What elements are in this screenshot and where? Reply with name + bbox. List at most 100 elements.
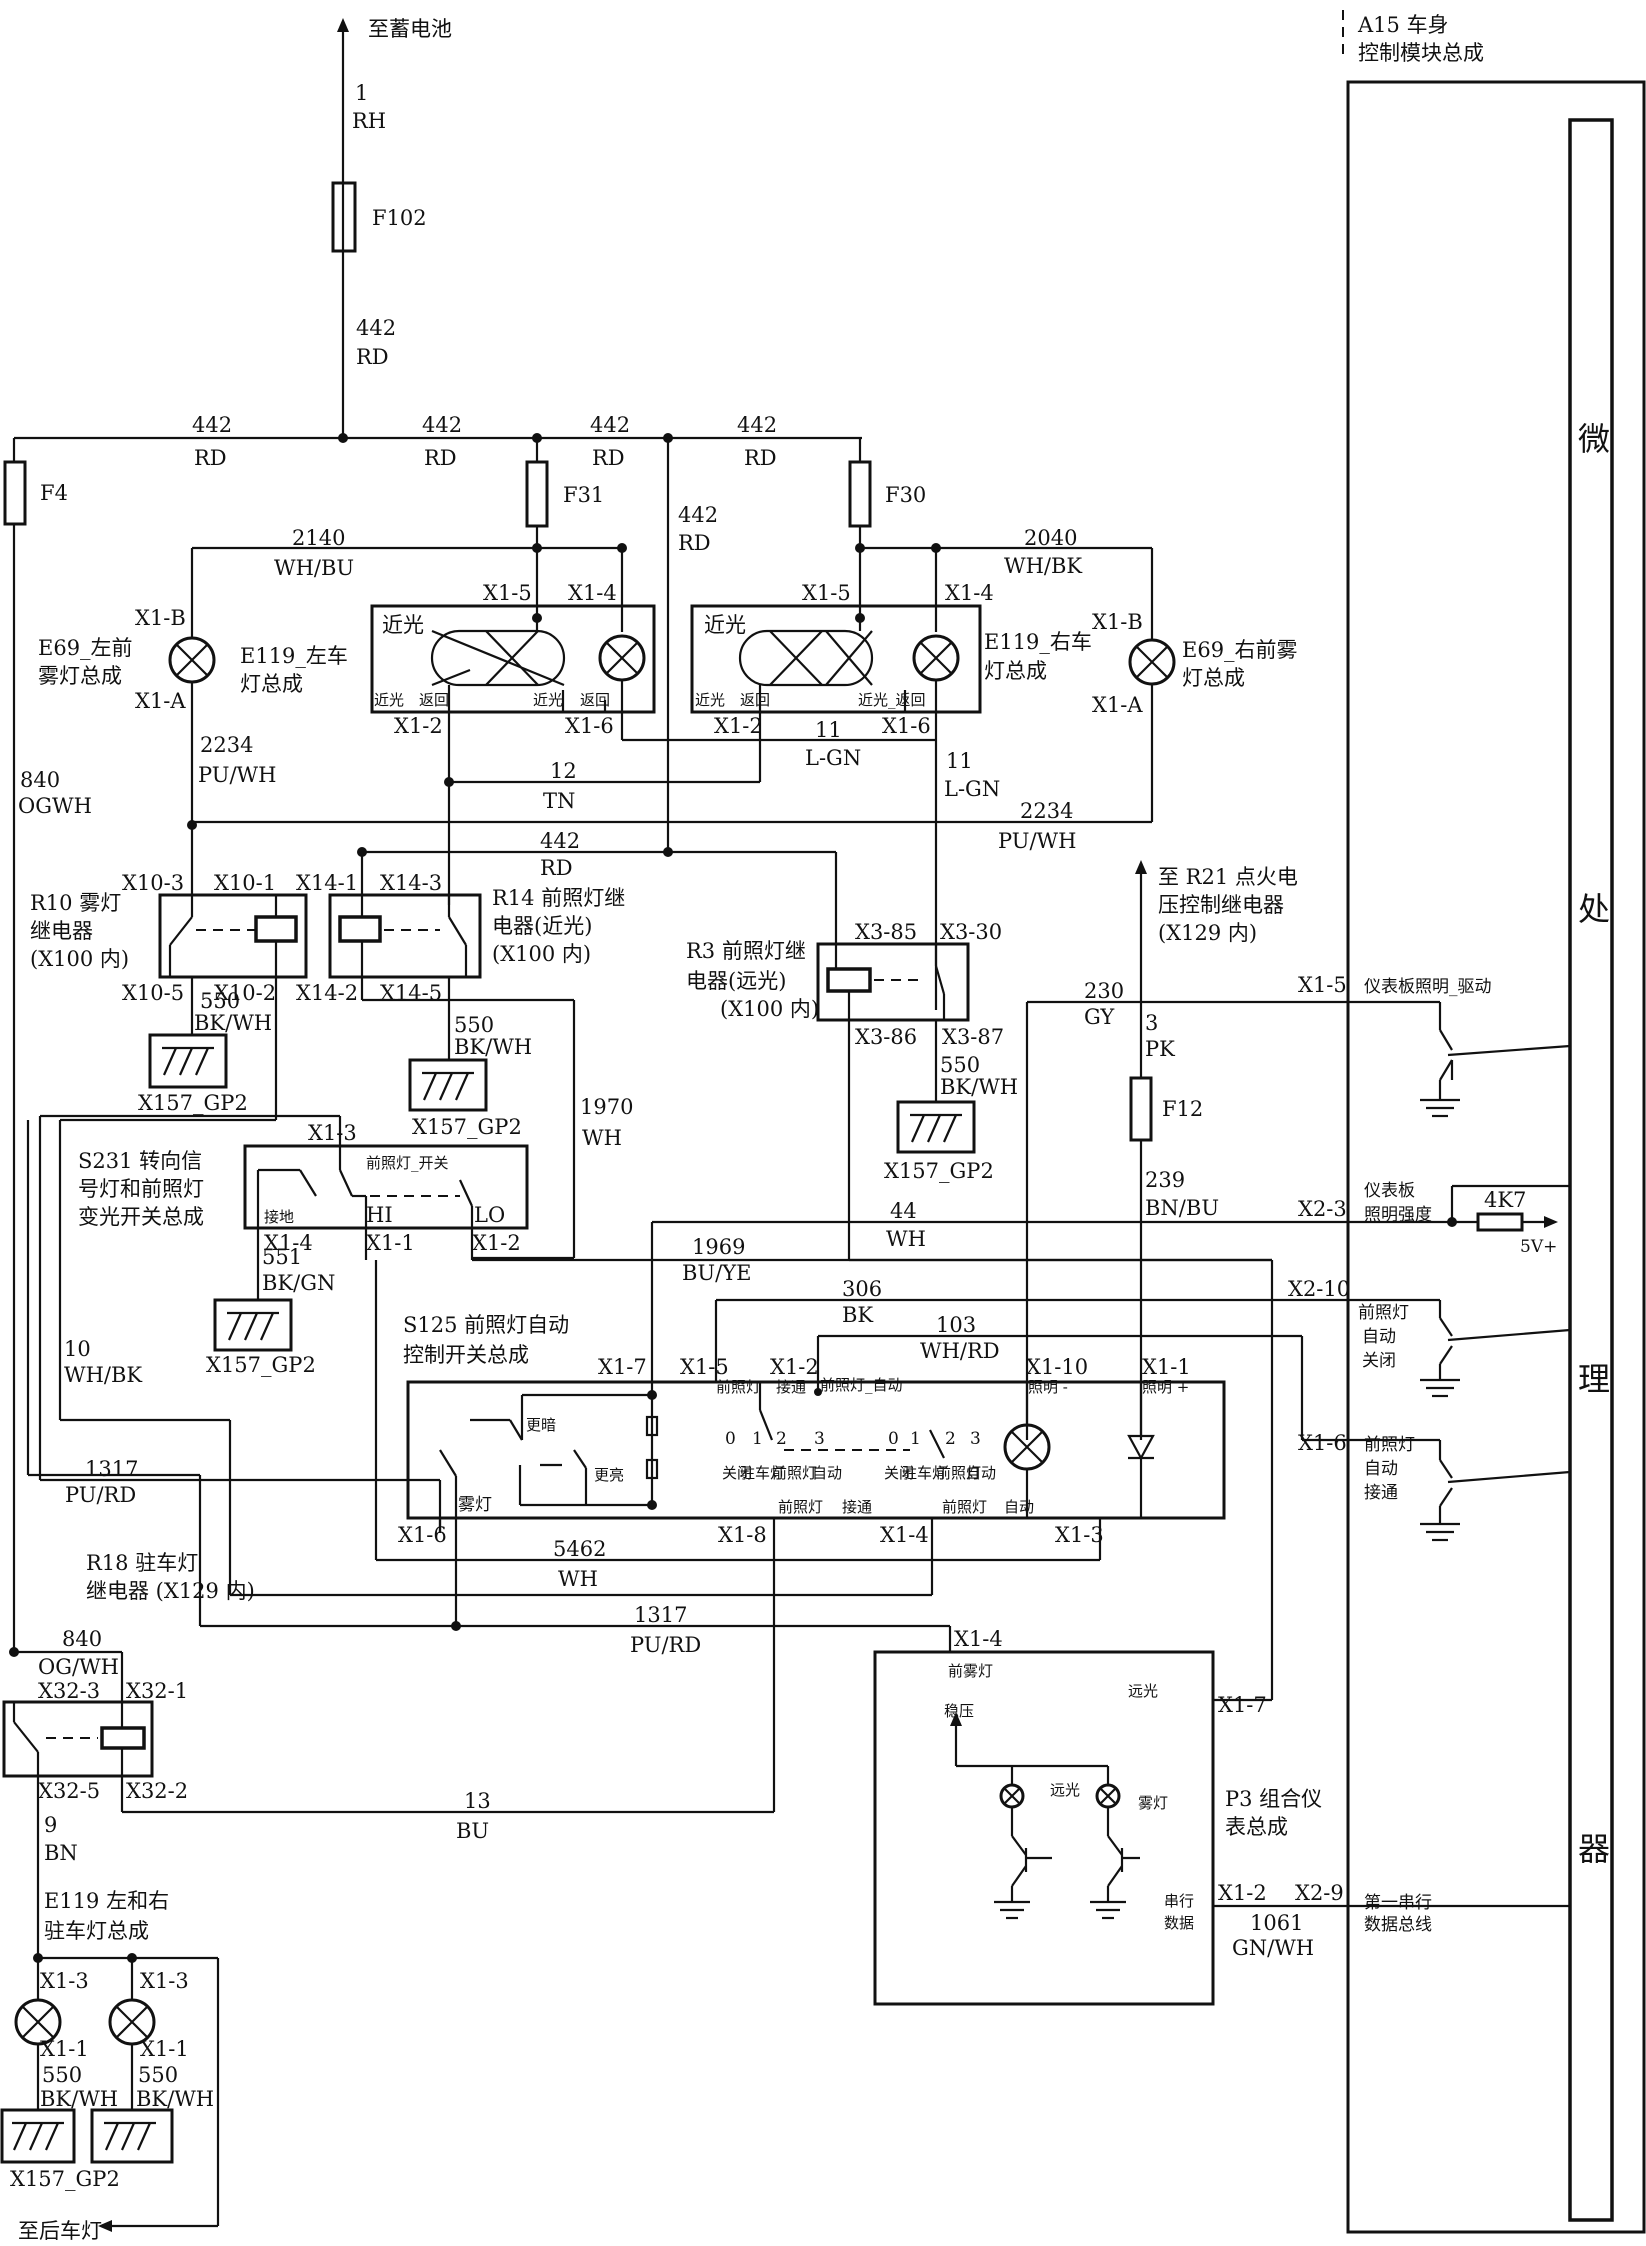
fuse-f30: F30: [885, 483, 926, 507]
bcm-pin-desc: 仪表板: [1364, 1181, 1415, 1201]
wire-1317: 1317 PU/RD 1317 PU/RD: [26, 1120, 952, 1657]
p3-pin: X1-4: [954, 1627, 1003, 1651]
hl-right-name-1: E119_右车: [984, 630, 1092, 654]
wire-840-num: 840: [20, 768, 60, 792]
bcm-auto-wiring: 306 BK X2-10 前照灯 自动 关闭 103 WH/RD X1-6 前照…: [714, 1277, 1571, 1542]
s125-sub: 前照灯: [772, 1464, 817, 1482]
fog-right-name-1: E69_右前雾: [1182, 638, 1298, 662]
hl-left-name-1: E119_左车: [240, 644, 348, 668]
s125-label: 接通: [776, 1378, 806, 1396]
wire-11-col: L-GN: [805, 746, 861, 770]
s231-hi: HI: [366, 1203, 393, 1227]
s125-sub: 关闭: [884, 1464, 914, 1482]
main-bus: 442 RD 442 RD 442 RD 442 RD F4 F31 442 R…: [3, 413, 926, 1657]
wire-10-num: 10: [64, 1337, 91, 1361]
r21-name-3: (X129 内): [1158, 921, 1257, 945]
s125-pos: 1: [752, 1429, 763, 1449]
battery-wire-num: 442: [356, 316, 396, 340]
headlamp-right: 近光 X1-5 X1-4 近光 返回 近光_返回 X1-2 X1-6 E119_…: [690, 581, 1092, 738]
hl-left-sub: 返回: [580, 691, 610, 709]
wire-13-col: BU: [456, 1819, 489, 1843]
wire-11-num: 11: [946, 749, 973, 773]
battery-feed: 至蓄电池 1 RH F102 442 RD: [331, 17, 452, 438]
hl-left-sub: 返回: [419, 691, 449, 709]
s125-label: 接通: [842, 1498, 872, 1516]
fog-left-name-2: 雾灯总成: [38, 664, 122, 688]
hl-left-name-2: 灯总成: [240, 672, 303, 696]
resistor-label: 4K7: [1484, 1188, 1526, 1212]
r10-pin: X10-2: [214, 981, 276, 1005]
hl-right-sub: 近光: [695, 691, 725, 709]
wire-1970-col: WH: [582, 1126, 622, 1150]
s125-pin: X1-4: [880, 1523, 929, 1547]
r14-name-2: 电器(近光): [492, 914, 592, 938]
wire-2040-col: WH/BK: [1004, 554, 1082, 578]
hl-left-low: 近光: [382, 613, 424, 637]
mp-label-3: 理: [1578, 1360, 1610, 1398]
relay-r3: X3-85 X3-30 X3-86 X3-87 R3 前照灯继 电器(远光) (…: [686, 920, 1274, 1702]
s125-name-2: 控制开关总成: [403, 1343, 529, 1367]
wire-442-num: 442: [540, 829, 580, 853]
wire-1969-col: BU/YE: [682, 1261, 751, 1285]
vref-label: 5V+: [1520, 1237, 1557, 1257]
hl-right-low: 近光: [704, 613, 746, 637]
park-pin: X1-1: [40, 2037, 89, 2061]
s125-pin: X1-7: [598, 1355, 647, 1379]
fog-right-name-2: 灯总成: [1182, 666, 1245, 690]
hl-right-sub: 近光_返回: [858, 691, 926, 709]
bcm-pin-desc: 仪表板照明_驱动: [1364, 977, 1492, 997]
s125-name-1: S125 前照灯自动: [403, 1313, 569, 1337]
p3-name-1: P3 组合仪: [1225, 1787, 1322, 1811]
wire-2234-num: 2234: [1020, 799, 1073, 823]
battery-wire-color: RH: [352, 109, 386, 133]
fog-right-pin-a: X1-A: [1092, 693, 1143, 717]
wire-840-col: OG/WH: [38, 1655, 119, 1679]
dim-intensity: 44 WH X2-3 仪表板 照明强度 4K7 5V+: [650, 1181, 1570, 1382]
r18-pin: X32-1: [126, 1679, 188, 1703]
r10-pin: X10-1: [214, 871, 276, 895]
wire-2234-col: PU/WH: [198, 763, 276, 787]
p3-label: 串行: [1164, 1892, 1194, 1910]
park-pin: X1-1: [140, 2037, 189, 2061]
s125-pos: 1: [910, 1429, 921, 1449]
wire-840-col: OGWH: [18, 794, 92, 818]
wire-1317-col: PU/RD: [630, 1633, 701, 1657]
dash-illum-wiring: 230 GY X1-5 仪表板照明_驱动: [1025, 973, 1571, 1440]
r3-name-2: 电器(远光): [686, 969, 786, 993]
wire-840-num: 840: [62, 1627, 102, 1651]
wire-550-num: 550: [138, 2063, 178, 2087]
bcm-pin-desc: 前照灯: [1364, 1435, 1415, 1455]
s125-label: 照明 -: [1028, 1378, 1068, 1396]
wire-2140-num: 2140: [292, 526, 345, 550]
r10-pin: X10-5: [122, 981, 184, 1005]
s125-pin: X1-8: [718, 1523, 767, 1547]
fuse-f102: F102: [372, 206, 427, 230]
r3-pin: X3-86: [855, 1025, 917, 1049]
wire-551-col: BK/GN: [262, 1271, 335, 1295]
s125-pin: X1-5: [680, 1355, 729, 1379]
battery-wire-col: RD: [356, 345, 389, 369]
hl-left-pin: X1-6: [565, 714, 614, 738]
battery-pin: 1: [355, 81, 368, 105]
wire-230-num: 230: [1084, 979, 1124, 1003]
p3-label: 数据: [1164, 1914, 1194, 1932]
park-pin: X1-3: [140, 1969, 189, 1993]
wire-550-num: 550: [940, 1053, 980, 1077]
p3-label: 远光: [1050, 1781, 1080, 1799]
s125-sub: 关闭: [722, 1464, 752, 1482]
s125-pin: X1-10: [1026, 1355, 1088, 1379]
wire-442-col: RD: [540, 856, 573, 880]
s125-pin: X1-1: [1142, 1355, 1191, 1379]
r14-pin: X14-3: [380, 871, 442, 895]
bcm-pin-desc: 关闭: [1362, 1351, 1396, 1371]
wire-551-num: 551: [262, 1245, 302, 1269]
bus-wire-num: 442: [422, 413, 462, 437]
r21-name-2: 压控制继电器: [1158, 893, 1284, 917]
park-name-1: E119 左和右: [44, 1889, 169, 1913]
p3-name-2: 表总成: [1225, 1815, 1288, 1839]
s125-sub: 驻车灯: [902, 1464, 947, 1482]
s231-name-3: 变光开关总成: [78, 1205, 204, 1229]
wire-3-col: PK: [1145, 1037, 1175, 1061]
p3-label: 雾灯: [1138, 1794, 1168, 1812]
s125-pin: X1-2: [770, 1355, 819, 1379]
